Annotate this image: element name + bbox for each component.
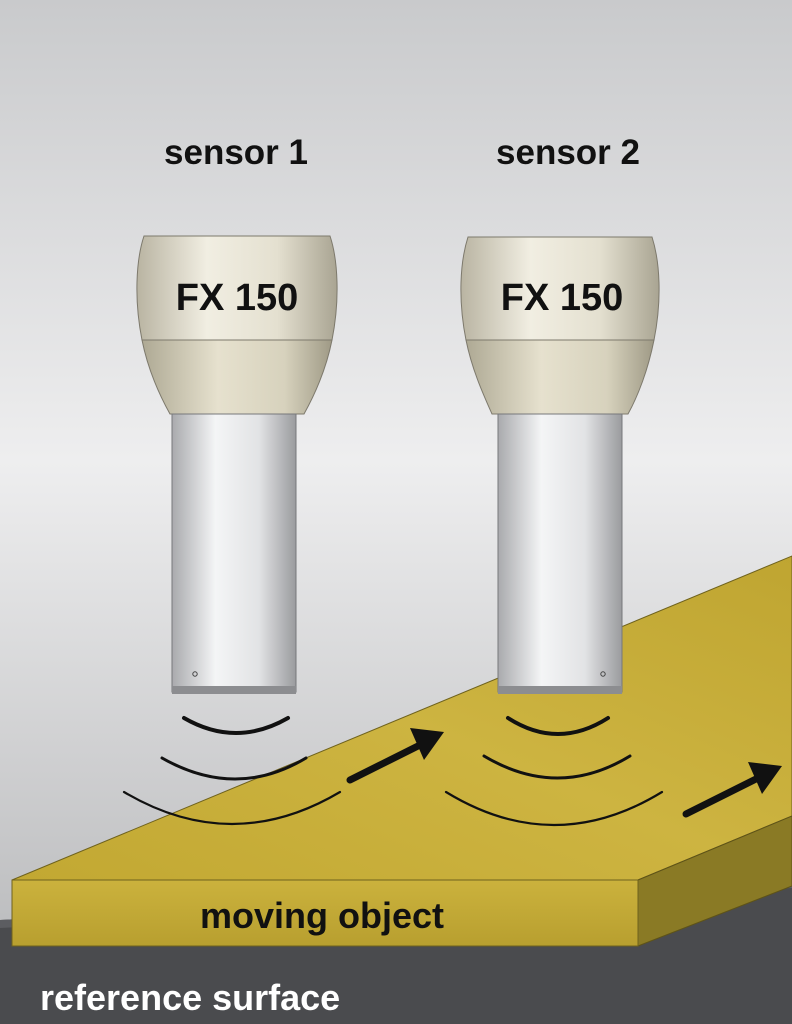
sensor-neck (141, 339, 333, 415)
sound-wave-icon (444, 716, 664, 827)
sensor-2: sensor 2 FX 150 (460, 133, 660, 694)
sensor-screw (600, 671, 606, 677)
sensor-tip (498, 686, 622, 694)
direction-arrow-icon (346, 728, 444, 784)
direction-arrow-icon (682, 762, 782, 818)
sensor-label: sensor 2 (496, 133, 640, 172)
sensor-neck (465, 339, 655, 415)
sensor-body (171, 413, 297, 693)
sensor-screw (192, 671, 198, 677)
sensor-tip (172, 686, 296, 694)
moving-object-label: moving object (200, 895, 444, 936)
sensor-1: sensor 1 FX 150 (136, 133, 338, 694)
moving-object-front-face (11, 879, 639, 947)
sensor-label: sensor 1 (164, 133, 308, 172)
sensor-model: FX 150 (176, 277, 299, 319)
reference-surface-label: reference surface (40, 977, 340, 1018)
sensor-model: FX 150 (501, 277, 624, 319)
sensor-body (497, 413, 623, 693)
sound-wave-icon (122, 716, 342, 826)
